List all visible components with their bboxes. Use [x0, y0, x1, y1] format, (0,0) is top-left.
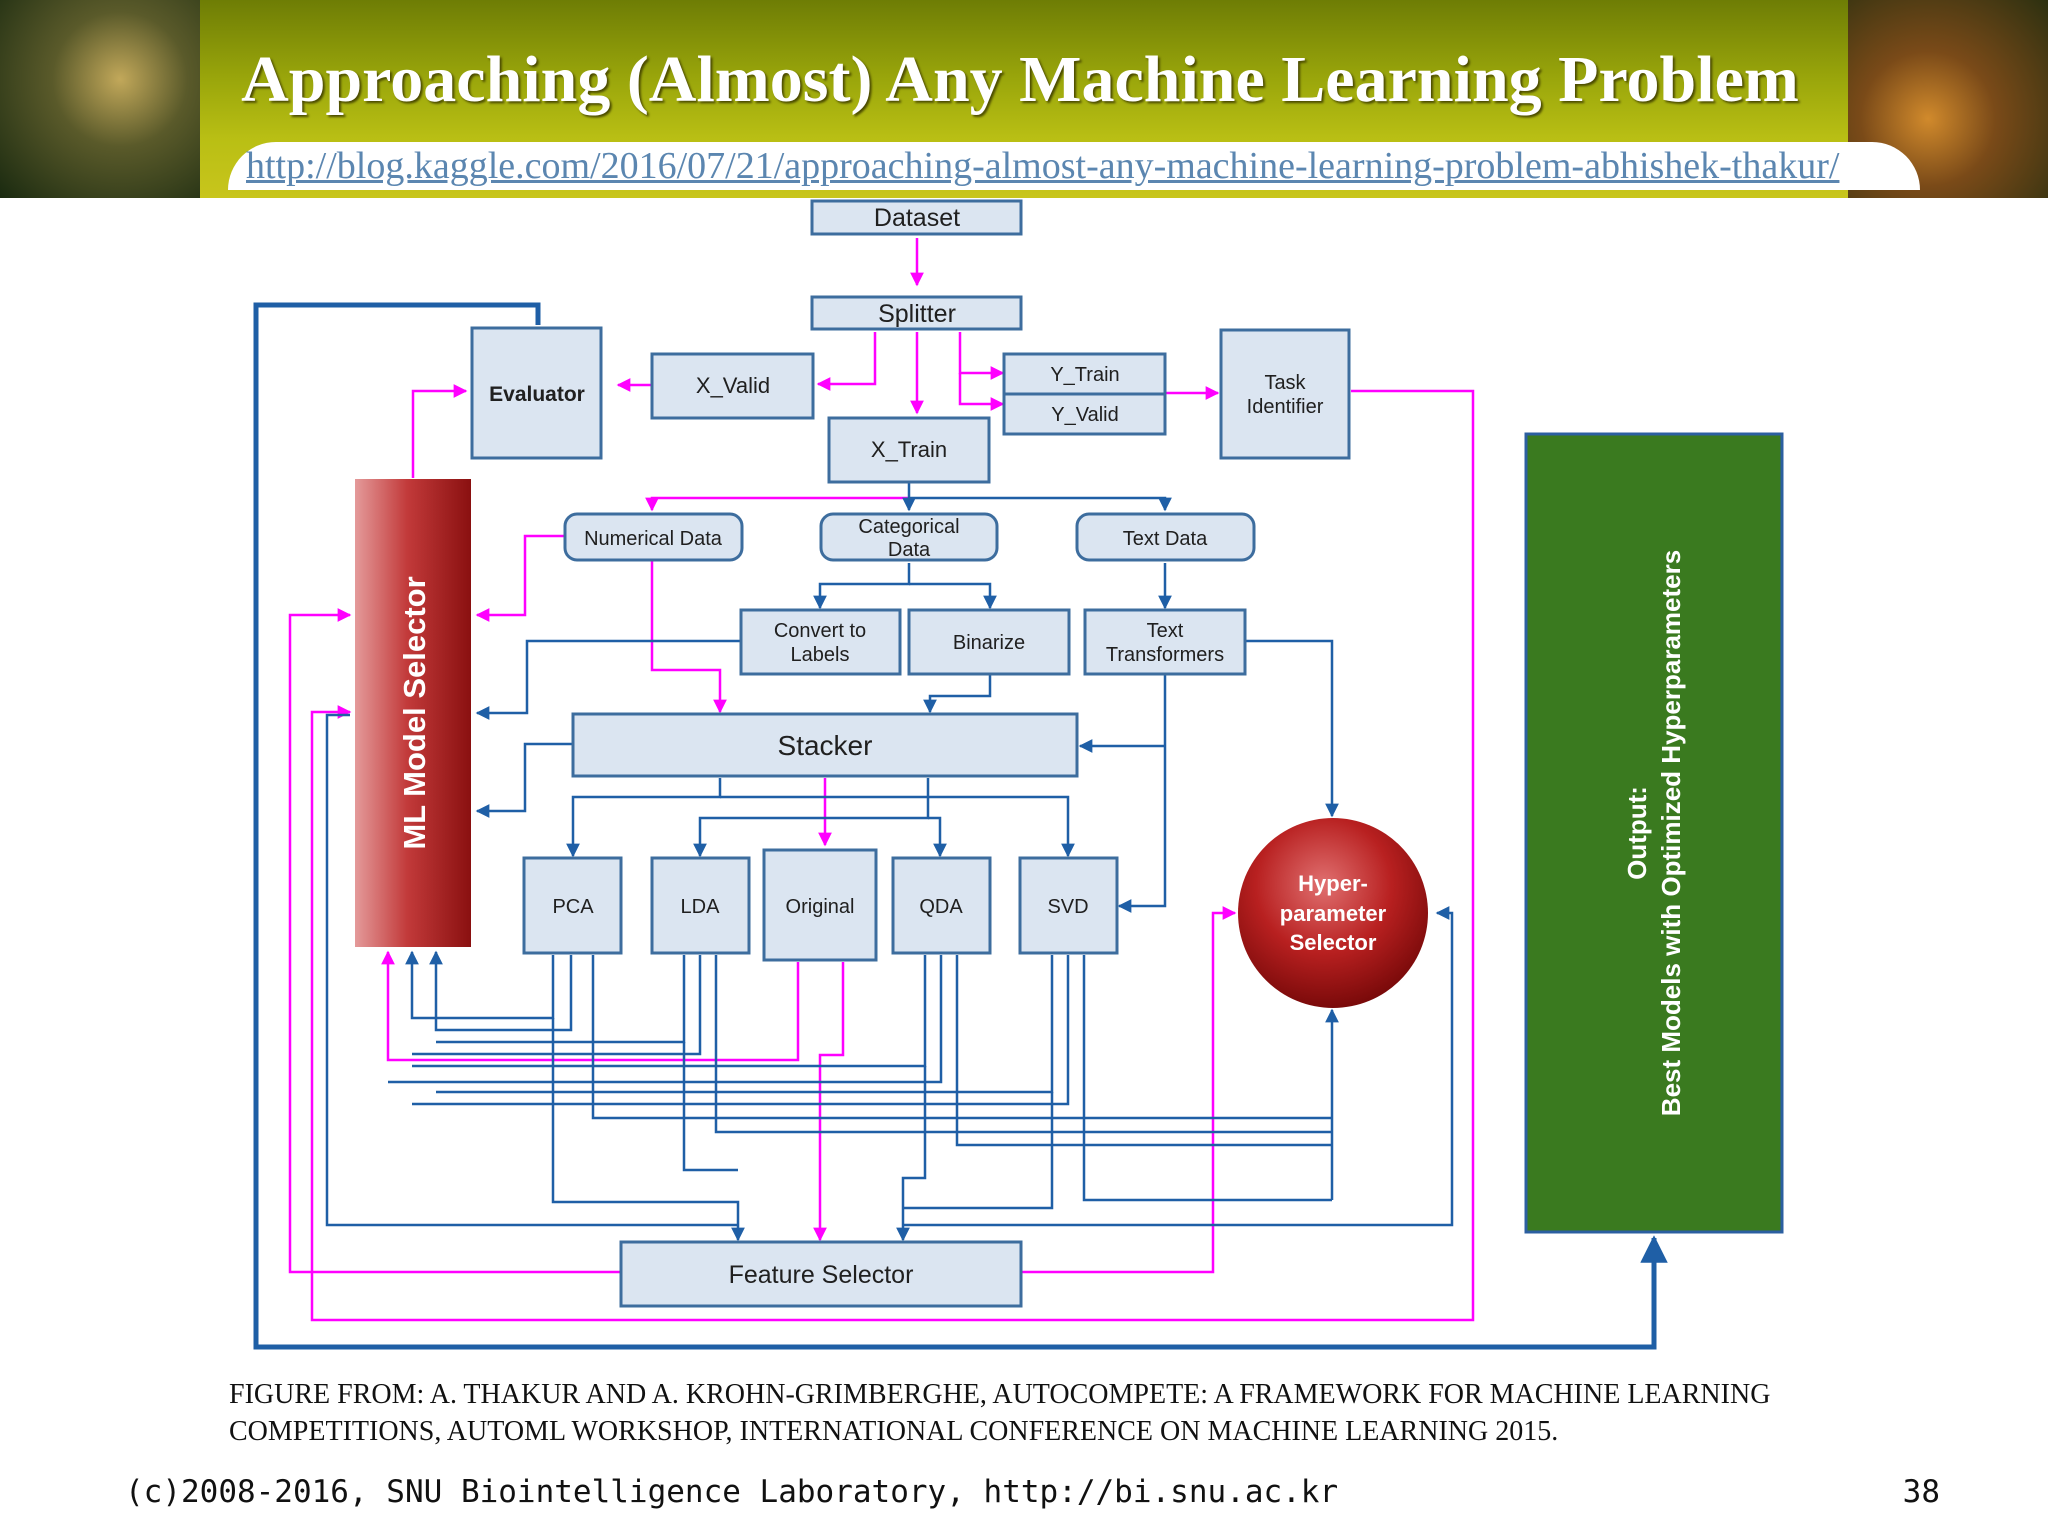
- stacker-label: Stacker: [778, 730, 873, 761]
- outer-loop-connector: [253, 302, 1668, 1350]
- categorical-data-label-1: Categorical: [858, 516, 959, 538]
- page-number: 38: [1902, 1474, 1940, 1510]
- feature-selector-label: Feature Selector: [729, 1261, 914, 1289]
- text-data-label: Text Data: [1123, 528, 1208, 550]
- task-identifier-label-1: Task: [1264, 372, 1306, 394]
- convert-to-labels-label-2: Labels: [791, 644, 850, 666]
- y-valid-box: [1002, 392, 1167, 436]
- x-train-box: [827, 416, 991, 484]
- dataset-label: Dataset: [874, 204, 960, 232]
- qda-box: [891, 856, 992, 955]
- hyperparameter-selector-label-1: Hyper-: [1298, 871, 1368, 896]
- hyperparameter-selector-label-3: Selector: [1290, 930, 1377, 955]
- pca-box: [522, 856, 623, 955]
- pca-label: PCA: [552, 896, 594, 918]
- ml-model-selector-box: [355, 479, 471, 947]
- svd-label: SVD: [1047, 896, 1088, 918]
- output-box: [1524, 432, 1784, 1234]
- output-label-2: Best Models with Optimized Hyperparamete…: [1656, 550, 1686, 1116]
- x-train-label: X_Train: [871, 437, 947, 462]
- x-valid-label: X_Valid: [696, 373, 770, 398]
- binarize-box: [907, 608, 1071, 676]
- text-transformers-label-1: Text: [1147, 620, 1184, 642]
- numerical-data-label: Numerical Data: [584, 528, 723, 550]
- ml-model-selector-label: ML Model Selector: [397, 576, 432, 849]
- y-valid-label: Y_Valid: [1051, 404, 1118, 426]
- figure-caption: FIGURE FROM: A. THAKUR AND A. KROHN-GRIM…: [229, 1379, 1771, 1447]
- slide-title: Approaching (Almost) Any Machine Learnin…: [241, 43, 1799, 116]
- hyperparameter-selector-circle: [1238, 818, 1428, 1008]
- splitter-label: Splitter: [878, 300, 956, 328]
- output-label-1: Output:: [1622, 786, 1652, 880]
- footer-credit: (c)2008-2016, SNU Biointelligence Labora…: [125, 1474, 1339, 1510]
- splitter-box: [810, 295, 1023, 331]
- text-transformers-label-2: Transformers: [1106, 644, 1224, 666]
- qda-label: QDA: [919, 896, 963, 918]
- x-valid-box: [650, 352, 815, 420]
- hyperparameter-selector-label-2: parameter: [1280, 901, 1387, 926]
- text-transformers-box: [1083, 608, 1247, 676]
- numerical-data-box: [563, 512, 744, 562]
- lda-box: [650, 856, 751, 955]
- feature-selector-box: [619, 1240, 1023, 1308]
- keyboard-decoration-icon: [0, 0, 200, 198]
- svd-box: [1018, 856, 1119, 955]
- original-label: Original: [786, 896, 855, 918]
- evaluator-box: [470, 326, 603, 460]
- dataset-box: [810, 199, 1023, 236]
- original-box: [762, 848, 878, 962]
- url-banner: [228, 142, 1920, 190]
- lda-label: LDA: [681, 896, 721, 918]
- stacker-box: [571, 712, 1079, 778]
- y-train-label: Y_Train: [1050, 364, 1119, 386]
- convert-to-labels-label-1: Convert to: [774, 620, 866, 642]
- blue-connectors: [325, 441, 1454, 1242]
- convert-to-labels-box: [739, 608, 902, 676]
- evaluator-label: Evaluator: [489, 383, 585, 406]
- source-link[interactable]: http://blog.kaggle.com/2016/07/21/approa…: [246, 145, 1840, 187]
- y-train-box: [1002, 352, 1167, 396]
- text-data-box: [1075, 512, 1256, 562]
- binarize-label: Binarize: [953, 632, 1025, 654]
- categorical-data-box: [819, 512, 999, 562]
- categorical-data-label-2: Data: [888, 539, 931, 561]
- task-identifier-label-2: Identifier: [1247, 396, 1324, 418]
- task-identifier-box: [1219, 328, 1351, 460]
